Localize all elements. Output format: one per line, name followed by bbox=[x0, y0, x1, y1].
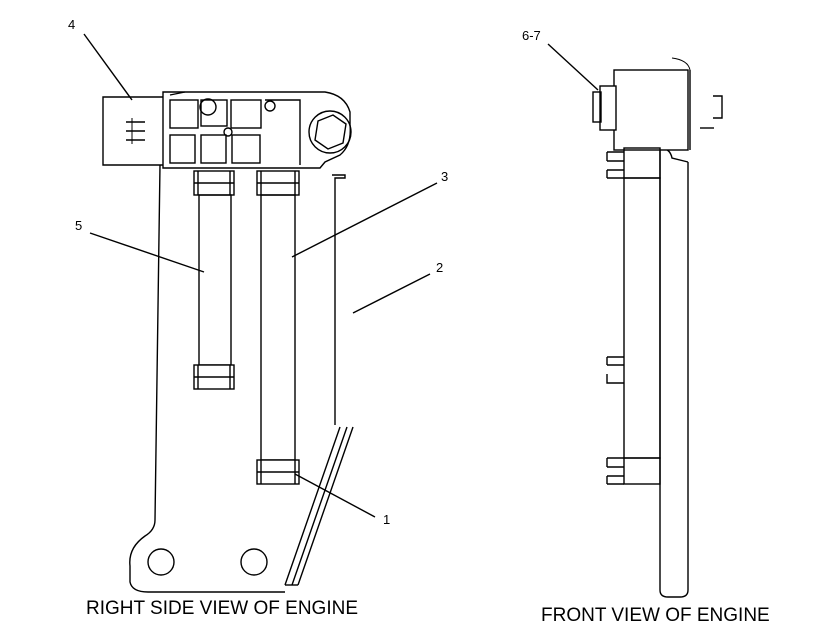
hex-nut bbox=[308, 110, 352, 154]
front-filter-base bbox=[592, 57, 723, 151]
front-engine-plate bbox=[659, 148, 689, 598]
leader-5 bbox=[89, 232, 205, 273]
engine-body-outline bbox=[129, 164, 285, 593]
hose-3 bbox=[256, 170, 300, 485]
filter-base bbox=[162, 91, 351, 169]
callout-5: 5 bbox=[75, 218, 82, 233]
bracket-2 bbox=[332, 174, 346, 425]
front-hose bbox=[606, 147, 661, 485]
leader-4 bbox=[83, 33, 133, 101]
front-view bbox=[592, 57, 723, 598]
mount-hole-left bbox=[147, 548, 175, 576]
hose-5 bbox=[193, 170, 235, 390]
leader-6-7 bbox=[547, 43, 599, 91]
mount-hole-right bbox=[240, 548, 268, 576]
callout-3: 3 bbox=[441, 169, 448, 184]
bracket-plate bbox=[102, 96, 165, 166]
caption-right-side-view: RIGHT SIDE VIEW OF ENGINE bbox=[86, 598, 358, 619]
callout-4: 4 bbox=[68, 17, 75, 32]
callout-1: 1 bbox=[383, 512, 390, 527]
callout-6-7: 6-7 bbox=[522, 28, 541, 43]
tube bbox=[284, 426, 354, 586]
caption-front-view: FRONT VIEW OF ENGINE bbox=[541, 605, 770, 626]
callout-2: 2 bbox=[436, 260, 443, 275]
leader-3 bbox=[291, 182, 438, 258]
leader-1 bbox=[294, 473, 376, 518]
right-side-view bbox=[102, 91, 354, 593]
leader-2 bbox=[352, 273, 431, 314]
